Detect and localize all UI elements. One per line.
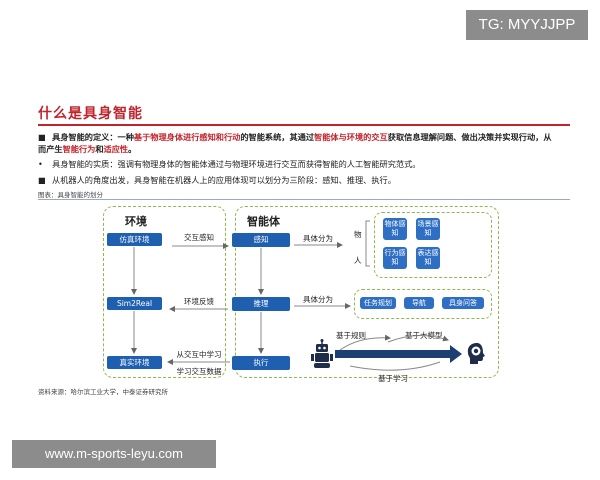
perception-expression: 表达感知 xyxy=(416,247,440,269)
bullet-definition: ■ 具身智能的定义：一种基于物理身体进行感知和行动的智能系统，其通过智能体与环境的… xyxy=(38,131,558,155)
bullet-highlight: 智能体与环境的交互 xyxy=(314,132,388,142)
title-divider xyxy=(38,124,570,126)
task-navigation: 导航 xyxy=(404,297,434,309)
label-learn-from-interaction: 从交互中学习 xyxy=(176,350,222,359)
bullet-text: 具身智能的定义：一种 xyxy=(52,132,134,142)
label-object: 物 xyxy=(354,230,362,239)
bullet-text: 的智能系统，其通过 xyxy=(240,132,315,142)
task-embodied-qa: 具身问答 xyxy=(442,297,484,309)
bullet-text: 获取信息理解问题、做出决策并实现行动，从而产生 xyxy=(38,132,552,154)
caption-divider xyxy=(38,199,570,200)
bullet-highlight: 适应性 xyxy=(103,144,129,154)
label-rule-based: 基于规则 xyxy=(336,331,366,340)
env-node-simulation: 仿真环境 xyxy=(107,233,162,246)
label-divide-reasoning: 具体分为 xyxy=(303,295,333,304)
figure-caption: 图表：具身智能的划分 xyxy=(38,191,103,199)
env-node-real: 真实环境 xyxy=(107,356,162,369)
label-environment-feedback: 环境反馈 xyxy=(184,297,214,306)
agent-node-reasoning: 推理 xyxy=(232,297,290,311)
environment-panel xyxy=(103,206,226,378)
bullet-highlight: 智能行为 xyxy=(62,144,96,154)
watermark-badge-bottom: www.m-sports-leyu.com xyxy=(12,440,216,468)
task-planning: 任务规划 xyxy=(360,297,396,309)
agent-header: 智能体 xyxy=(247,215,280,228)
agent-node-execution: 执行 xyxy=(232,356,290,370)
label-divide-perception: 具体分为 xyxy=(303,234,333,243)
bullet-stages: ■ 从机器人的角度出发，具身智能在机器人上的应用体现可以划分为三阶段：感知、推理、… xyxy=(38,174,558,186)
robot-icon xyxy=(311,339,333,368)
perception-behavior: 行为感知 xyxy=(383,247,407,269)
agent-panel xyxy=(235,206,499,378)
bullet-text: 。 xyxy=(128,144,137,154)
brain-head-icon xyxy=(467,343,485,364)
page-title: 什么是具身智能 xyxy=(38,106,143,122)
label-learn-interaction-data: 学习交互数据 xyxy=(176,367,222,376)
environment-header: 环境 xyxy=(125,215,147,228)
reasoning-detail-box xyxy=(354,289,492,319)
bullet-essence: • 具身智能的实质：强调有物理身体的智能体通过与物理环境进行交互而获得智能的人工智… xyxy=(38,158,558,170)
bullet-marker: ■ xyxy=(38,132,46,142)
label-human: 人 xyxy=(354,256,362,265)
agent-node-perception: 感知 xyxy=(232,233,290,247)
label-learning-based: 基于学习 xyxy=(378,374,408,383)
perception-object: 物体感知 xyxy=(383,218,407,240)
bullet-highlight: 基于物理身体进行感知和行动 xyxy=(133,132,241,142)
bullet-marker: • xyxy=(38,159,43,169)
watermark-badge-top: TG: MYYJJPP xyxy=(466,10,588,40)
bullet-text: 从机器人的角度出发，具身智能在机器人上的应用体现可以划分为三阶段：感知、推理、执… xyxy=(52,175,396,185)
bullet-text: 具身智能的实质：强调有物理身体的智能体通过与物理环境进行交互而获得智能的人工智能… xyxy=(52,159,421,169)
perception-scene: 场景感知 xyxy=(416,218,440,240)
env-node-sim2real: Sim2Real xyxy=(107,297,162,310)
bullet-text: 和 xyxy=(95,144,104,154)
perception-detail-box xyxy=(374,212,492,278)
bullet-marker: ■ xyxy=(38,175,46,185)
source-note: 资料来源：哈尔滨工业大学，中泰证券研究所 xyxy=(38,388,168,396)
label-interaction-perception: 交互感知 xyxy=(184,233,214,242)
